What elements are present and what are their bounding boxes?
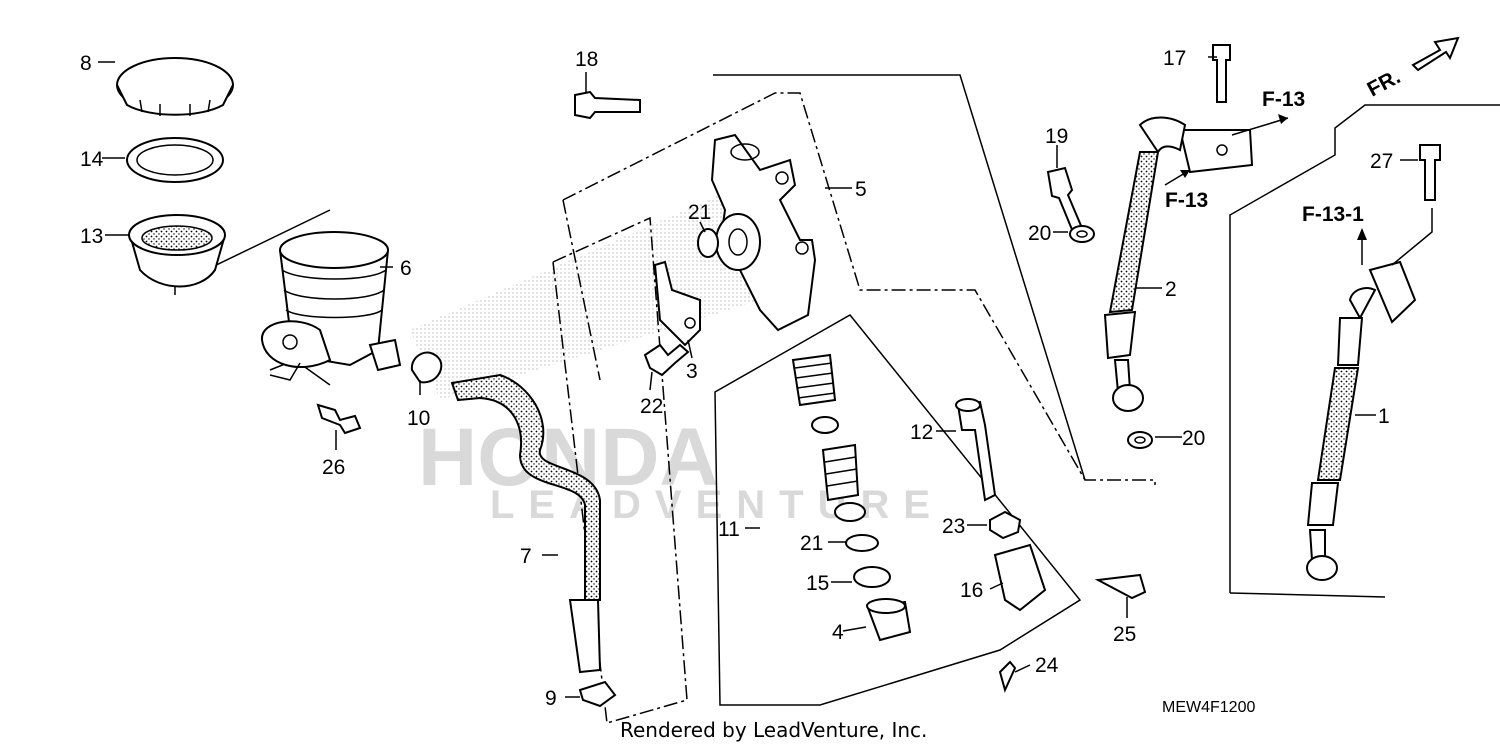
reference-f13-1: F-13-1 bbox=[1302, 203, 1364, 226]
part-13-diaphragm bbox=[128, 214, 226, 288]
part-11-piston bbox=[821, 443, 860, 502]
render-credit: Rendered by LeadVenture, Inc. bbox=[620, 718, 927, 742]
group-box-brake-hose-1 bbox=[1229, 104, 1500, 593]
callout-27: 26 bbox=[322, 456, 345, 479]
callout-22: 21 bbox=[688, 201, 711, 224]
callout-7: 7 bbox=[520, 545, 532, 568]
part-11-cup bbox=[834, 502, 866, 522]
part-22-oring bbox=[697, 228, 719, 258]
part-3-joint bbox=[653, 260, 701, 347]
group-box-outer bbox=[713, 74, 1086, 481]
callout-25: 24 bbox=[1035, 654, 1059, 677]
group-box-brake-hose-1-bottom bbox=[1229, 592, 1386, 598]
part-28-bolt bbox=[1419, 144, 1441, 201]
part-9-clamp bbox=[578, 680, 617, 708]
part-16-clevis bbox=[993, 543, 1047, 612]
part-11-spring bbox=[791, 353, 837, 407]
callout-19: 19 bbox=[1045, 125, 1068, 148]
reference-f13-top: F-13 bbox=[1262, 88, 1305, 111]
callout-17: 17 bbox=[1163, 47, 1186, 70]
part-15-circlip bbox=[853, 566, 891, 588]
callout-11: 11 bbox=[718, 518, 740, 541]
part-12-push-rod bbox=[955, 398, 997, 502]
part-19-bolt bbox=[1046, 166, 1084, 234]
callout-3: 3 bbox=[686, 360, 698, 383]
part-1-brake-hose bbox=[1306, 260, 1417, 581]
callout-14: 14 bbox=[80, 148, 104, 171]
callout-8: 8 bbox=[80, 52, 92, 75]
callout-leaders bbox=[98, 56, 1418, 698]
callout-23: 22 bbox=[640, 395, 663, 418]
part-23-screw bbox=[643, 343, 690, 377]
part-18-bolt bbox=[574, 90, 641, 120]
part-11-washer bbox=[811, 416, 839, 434]
part-7-hose bbox=[450, 373, 602, 674]
part-10-clip bbox=[410, 351, 443, 384]
part-4-boot bbox=[866, 598, 912, 642]
callout-15: 15 bbox=[806, 572, 829, 595]
callout-20-top: 20 bbox=[1028, 222, 1051, 245]
callout-1: 1 bbox=[1378, 405, 1390, 428]
callout-13: 13 bbox=[80, 225, 103, 248]
front-direction-label: FR. bbox=[1364, 65, 1405, 101]
callouts: 8 14 13 6 26 10 18 5 21 3 22 11 2 17 19 … bbox=[80, 47, 1393, 710]
callout-16: 16 bbox=[960, 579, 983, 602]
shaded-band bbox=[410, 195, 760, 400]
callout-24: 23 bbox=[942, 515, 965, 538]
part-14-plate bbox=[126, 137, 224, 183]
callout-2: 2 bbox=[1165, 278, 1177, 301]
part-21-ring bbox=[845, 534, 879, 552]
part-2-brake-hose bbox=[1103, 116, 1254, 412]
part-20-washer-bottom bbox=[1127, 431, 1153, 449]
part-25-cotter-pin bbox=[998, 660, 1017, 693]
callout-28: 27 bbox=[1370, 150, 1393, 173]
callout-6: 6 bbox=[400, 257, 412, 280]
part-26-pin bbox=[1094, 573, 1147, 600]
callout-18: 18 bbox=[575, 48, 598, 71]
reference-f13-bottom: F-13 bbox=[1165, 189, 1208, 212]
part-6-reservoir bbox=[260, 231, 402, 372]
group-box-kit bbox=[714, 314, 1082, 706]
reference-leaders bbox=[269, 114, 1433, 381]
part-8-cap bbox=[116, 57, 234, 116]
part-24-nut bbox=[989, 510, 1022, 540]
part-17-bolt bbox=[1212, 44, 1231, 103]
part-20-washer-top bbox=[1069, 225, 1095, 243]
group-box-left bbox=[562, 199, 601, 381]
callout-21: 21 bbox=[800, 532, 823, 555]
callout-10: 10 bbox=[407, 407, 430, 430]
callout-9: 9 bbox=[545, 687, 557, 710]
callout-12: 12 bbox=[910, 421, 933, 444]
diagram-code: MEW4F1200 bbox=[1162, 699, 1255, 716]
callout-26: 25 bbox=[1113, 623, 1136, 646]
group-box-master-cylinder bbox=[562, 92, 1156, 485]
callout-5: 5 bbox=[855, 178, 867, 201]
callout-20-bottom: 20 bbox=[1182, 427, 1205, 450]
callout-4: 4 bbox=[832, 621, 844, 644]
front-direction-arrow: FR. bbox=[1364, 36, 1460, 101]
part-27-bolt bbox=[316, 403, 362, 435]
